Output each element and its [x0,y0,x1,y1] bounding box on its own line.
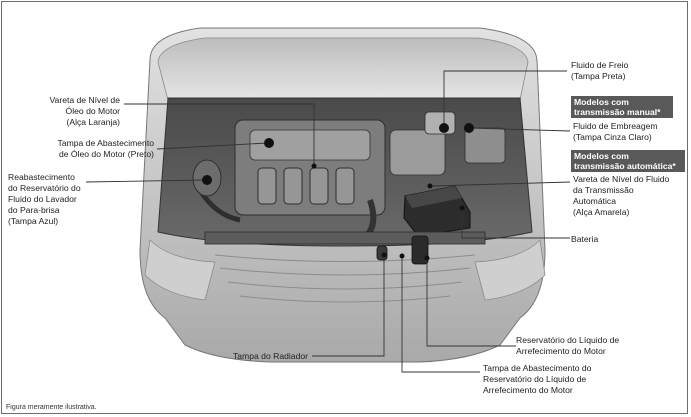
label-brake-fluid: Fluido de Freio (Tampa Preta) [571,60,629,81]
leader-lines [85,70,571,373]
header-manual-transmission: Modelos com transmissão manual* [571,96,673,118]
hood-hinge-area [157,37,529,101]
label-coolant-reservoir: Reservatório do Líquido de Arrefecimento… [516,335,620,356]
label-battery: Bateria [571,234,599,244]
callout-dots [202,123,474,261]
air-box [389,129,446,176]
label-washer-fluid-reservoir: Reabastecimento do Reservatório do Fluid… [8,172,81,226]
left-headlight [144,239,216,301]
label-engine-oil-dipstick: Vareta de Nível de Óleo do Motor (Alça L… [49,95,120,127]
label-radiator-cap: Tampa do Radiador [232,351,308,361]
engine-cover [249,129,371,161]
label-coolant-reservoir-cap: Tampa de Abastecimento do Reservatório d… [483,363,592,395]
label-transmission-fluid-dipstick: Vareta de Nível do Fluido da Transmissão… [573,174,670,217]
footnote: Figura meramente ilustrativa. [6,404,97,411]
header-automatic-transmission: Modelos com transmissão automática* [571,150,685,172]
radiator-support [204,231,486,245]
grille [214,254,476,303]
label-clutch-fluid: Fluido de Embreagem (Tampa Cinza Claro) [573,121,658,142]
intake-runners [257,167,355,205]
label-engine-oil-fill-cap: Tampa de Abastecimento de Óleo do Motor … [57,138,155,159]
fuse-box [464,127,506,164]
right-headlight [474,239,546,301]
coolant-reservoir-shape [411,235,429,265]
